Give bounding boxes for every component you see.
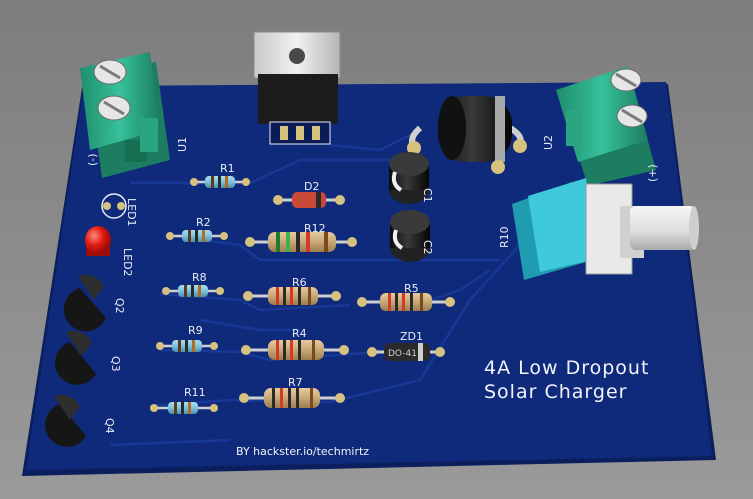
potentiometer-r10 (512, 178, 699, 280)
resistor-r4 (241, 340, 349, 360)
led1-footprint (101, 193, 127, 219)
terminal-block-u1 (80, 52, 170, 178)
resistor-r7 (239, 388, 345, 408)
label-led2: LED2 (121, 248, 134, 277)
label-r10: R10 (498, 226, 511, 248)
resistor-r12 (245, 232, 357, 252)
power-diode (407, 96, 527, 174)
board-title-line1: 4A Low Dropout (484, 357, 649, 379)
label-r5: R5 (404, 282, 419, 295)
label-u1: U1 (176, 137, 189, 152)
resistor-r2 (166, 230, 228, 242)
pcb-board (26, 82, 712, 470)
transistor-q3 (55, 330, 96, 385)
resistor-r5 (357, 293, 455, 311)
label-d2: D2 (304, 180, 319, 193)
label-r11: R11 (184, 386, 206, 399)
resistor-r8 (162, 285, 224, 297)
label-led1: LED1 (125, 198, 138, 227)
label-r12: R12 (304, 222, 326, 235)
label-r1: R1 (220, 162, 235, 175)
regulator-to220 (253, 31, 341, 145)
label-r8: R8 (192, 271, 207, 284)
resistor-r11 (150, 402, 218, 414)
label-q4: Q4 (103, 418, 116, 434)
label-q2: Q2 (113, 298, 126, 314)
terminal-block-u2 (556, 66, 656, 186)
label-q3: Q3 (109, 356, 122, 372)
label-r4: R4 (292, 327, 307, 340)
label-r9: R9 (188, 324, 203, 337)
resistor-r9 (156, 340, 218, 352)
label-c2: C2 (421, 240, 434, 255)
silkscreen-labels: U1 (-) U2 (+) R1 R2 R8 R9 R11 R12 R6 R5 … (86, 135, 659, 434)
label-r2: R2 (196, 216, 211, 229)
capacitor-c2 (390, 210, 430, 262)
label-u2: U2 (542, 135, 555, 150)
transistor-q4 (45, 394, 86, 447)
board-credit: BY hackster.io/techmirtz (236, 445, 369, 458)
zener-zd1: DO-41 (367, 343, 445, 361)
transistor-q2 (63, 274, 106, 332)
label-r7: R7 (288, 376, 303, 389)
zener-body-label: DO-41 (388, 349, 417, 359)
resistor-r6 (243, 287, 341, 305)
label-zd1: ZD1 (400, 330, 423, 343)
label-minus: (-) (86, 153, 99, 166)
capacitor-c1 (389, 152, 429, 204)
led2-red (85, 226, 111, 256)
resistor-r1 (190, 176, 250, 188)
label-c1: C1 (421, 188, 434, 203)
board-title-line2: Solar Charger (484, 381, 627, 403)
label-plus: (+) (646, 164, 659, 182)
label-r6: R6 (292, 276, 307, 289)
diode-d2 (273, 192, 345, 208)
